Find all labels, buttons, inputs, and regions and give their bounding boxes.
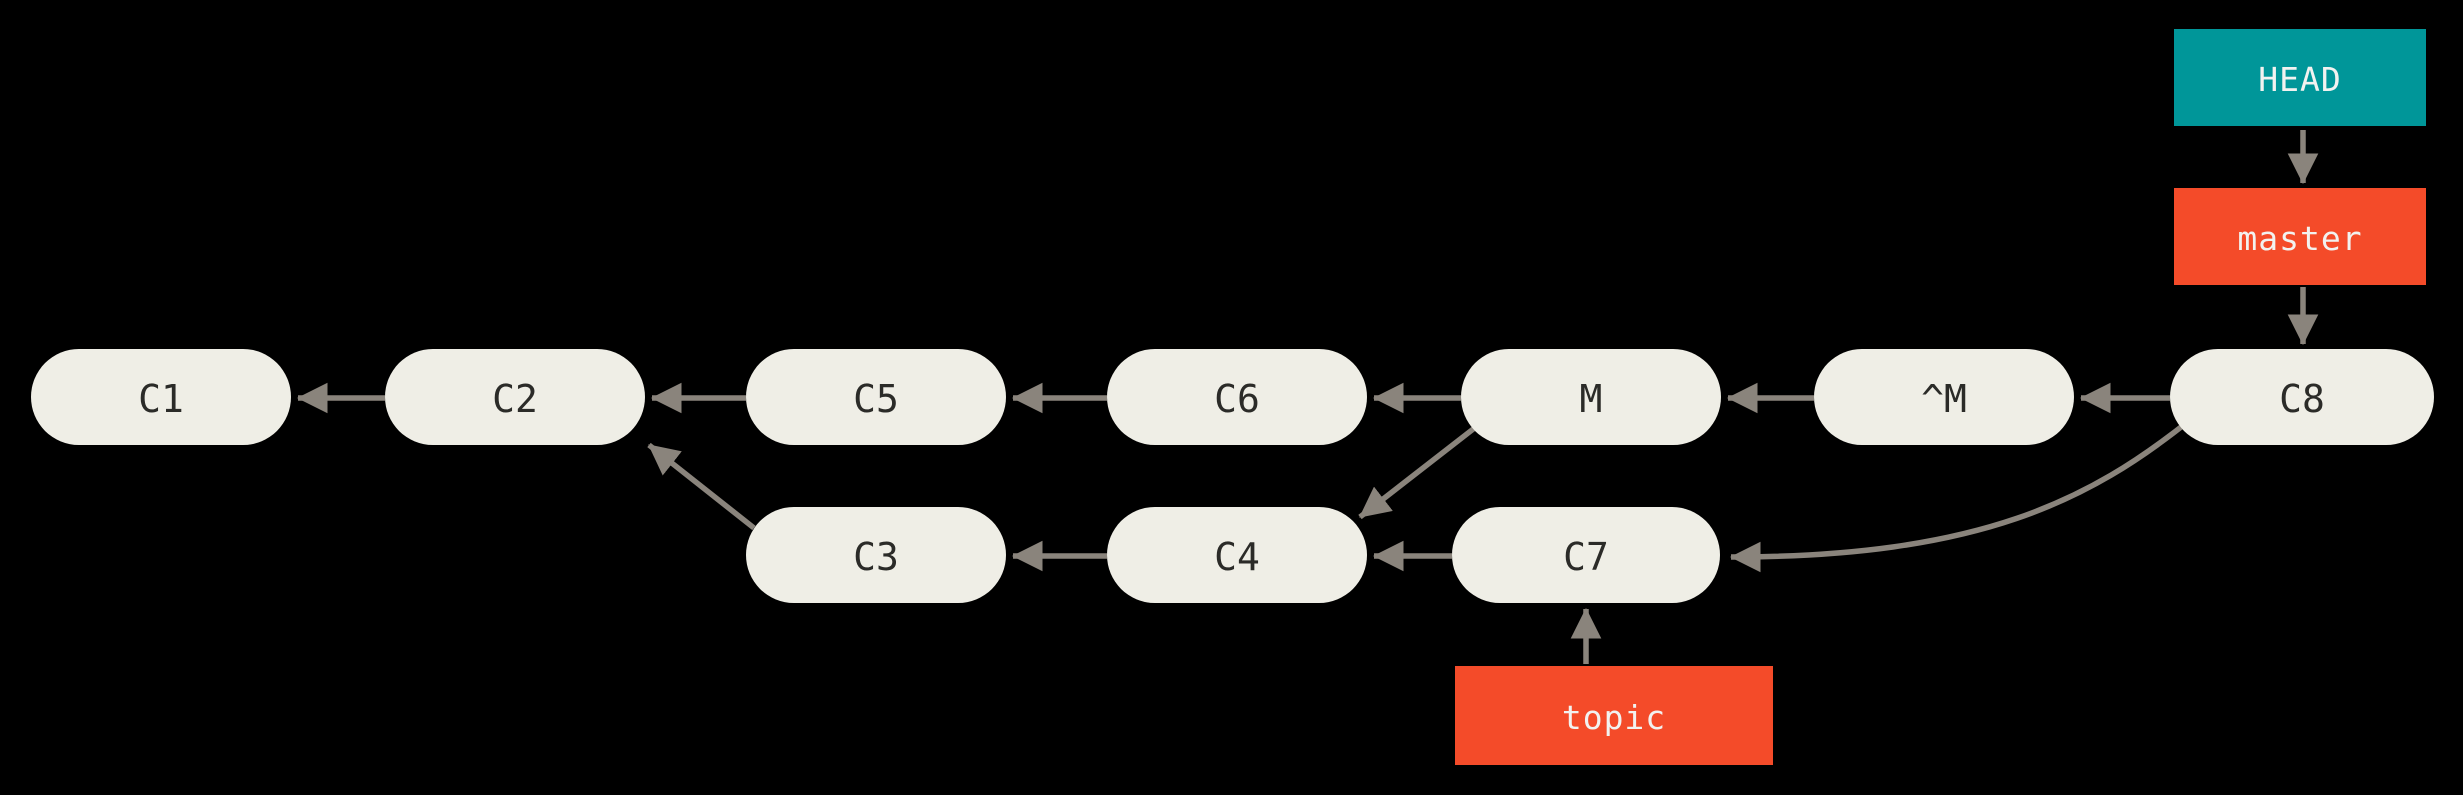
commit-node-C2: C2 [385, 349, 645, 445]
commit-node-C4: C4 [1107, 507, 1367, 603]
commit-pill-C6 [1107, 349, 1367, 445]
commit-pill-C8 [2170, 349, 2434, 445]
commit-pill-C3 [746, 507, 1006, 603]
commit-node-C7: C7 [1452, 507, 1720, 603]
commit-node-caret-M: ^M [1814, 349, 2074, 445]
commit-label-C3: C3 [853, 535, 899, 579]
edge-m-to-c4 [1358, 413, 1492, 520]
commit-label-M: M [1580, 377, 1603, 421]
commit-pill-M [1461, 349, 1721, 445]
ref-master: master [2174, 188, 2426, 285]
commit-label-C2: C2 [492, 377, 538, 421]
commit-node-C1: C1 [31, 349, 291, 445]
commit-pill-C7 [1452, 507, 1720, 603]
commit-pill-C1 [31, 349, 291, 445]
edge-c3-to-c2 [647, 442, 756, 531]
ref-box-head [2174, 29, 2426, 126]
commit-label-C8: C8 [2279, 377, 2325, 421]
ref-label-master: master [2237, 219, 2362, 258]
commit-label-C4: C4 [1214, 535, 1260, 579]
commit-node-C6: C6 [1107, 349, 1367, 445]
ref-box-topic [1455, 666, 1773, 765]
commit-pill-caret-M [1814, 349, 2074, 445]
commit-label-C1: C1 [138, 377, 184, 421]
commit-node-C8: C8 [2170, 349, 2434, 445]
commit-label-C6: C6 [1214, 377, 1260, 421]
commit-label-C5: C5 [853, 377, 899, 421]
commit-pill-C4 [1107, 507, 1367, 603]
commit-pill-C2 [385, 349, 645, 445]
commit-node-C3: C3 [746, 507, 1006, 603]
ref-box-master [2174, 188, 2426, 285]
edge-c8-to-c7 [1729, 417, 2192, 573]
commit-pill-C5 [746, 349, 1006, 445]
commit-node-C5: C5 [746, 349, 1006, 445]
commit-node-M: M [1461, 349, 1721, 445]
ref-label-topic: topic [1562, 698, 1666, 737]
commit-label-C7: C7 [1563, 535, 1609, 579]
ref-label-head: HEAD [2258, 60, 2341, 99]
commit-label-caret-M: ^M [1921, 377, 1967, 421]
ref-topic: topic [1455, 666, 1773, 765]
ref-head: HEAD [2174, 29, 2426, 126]
